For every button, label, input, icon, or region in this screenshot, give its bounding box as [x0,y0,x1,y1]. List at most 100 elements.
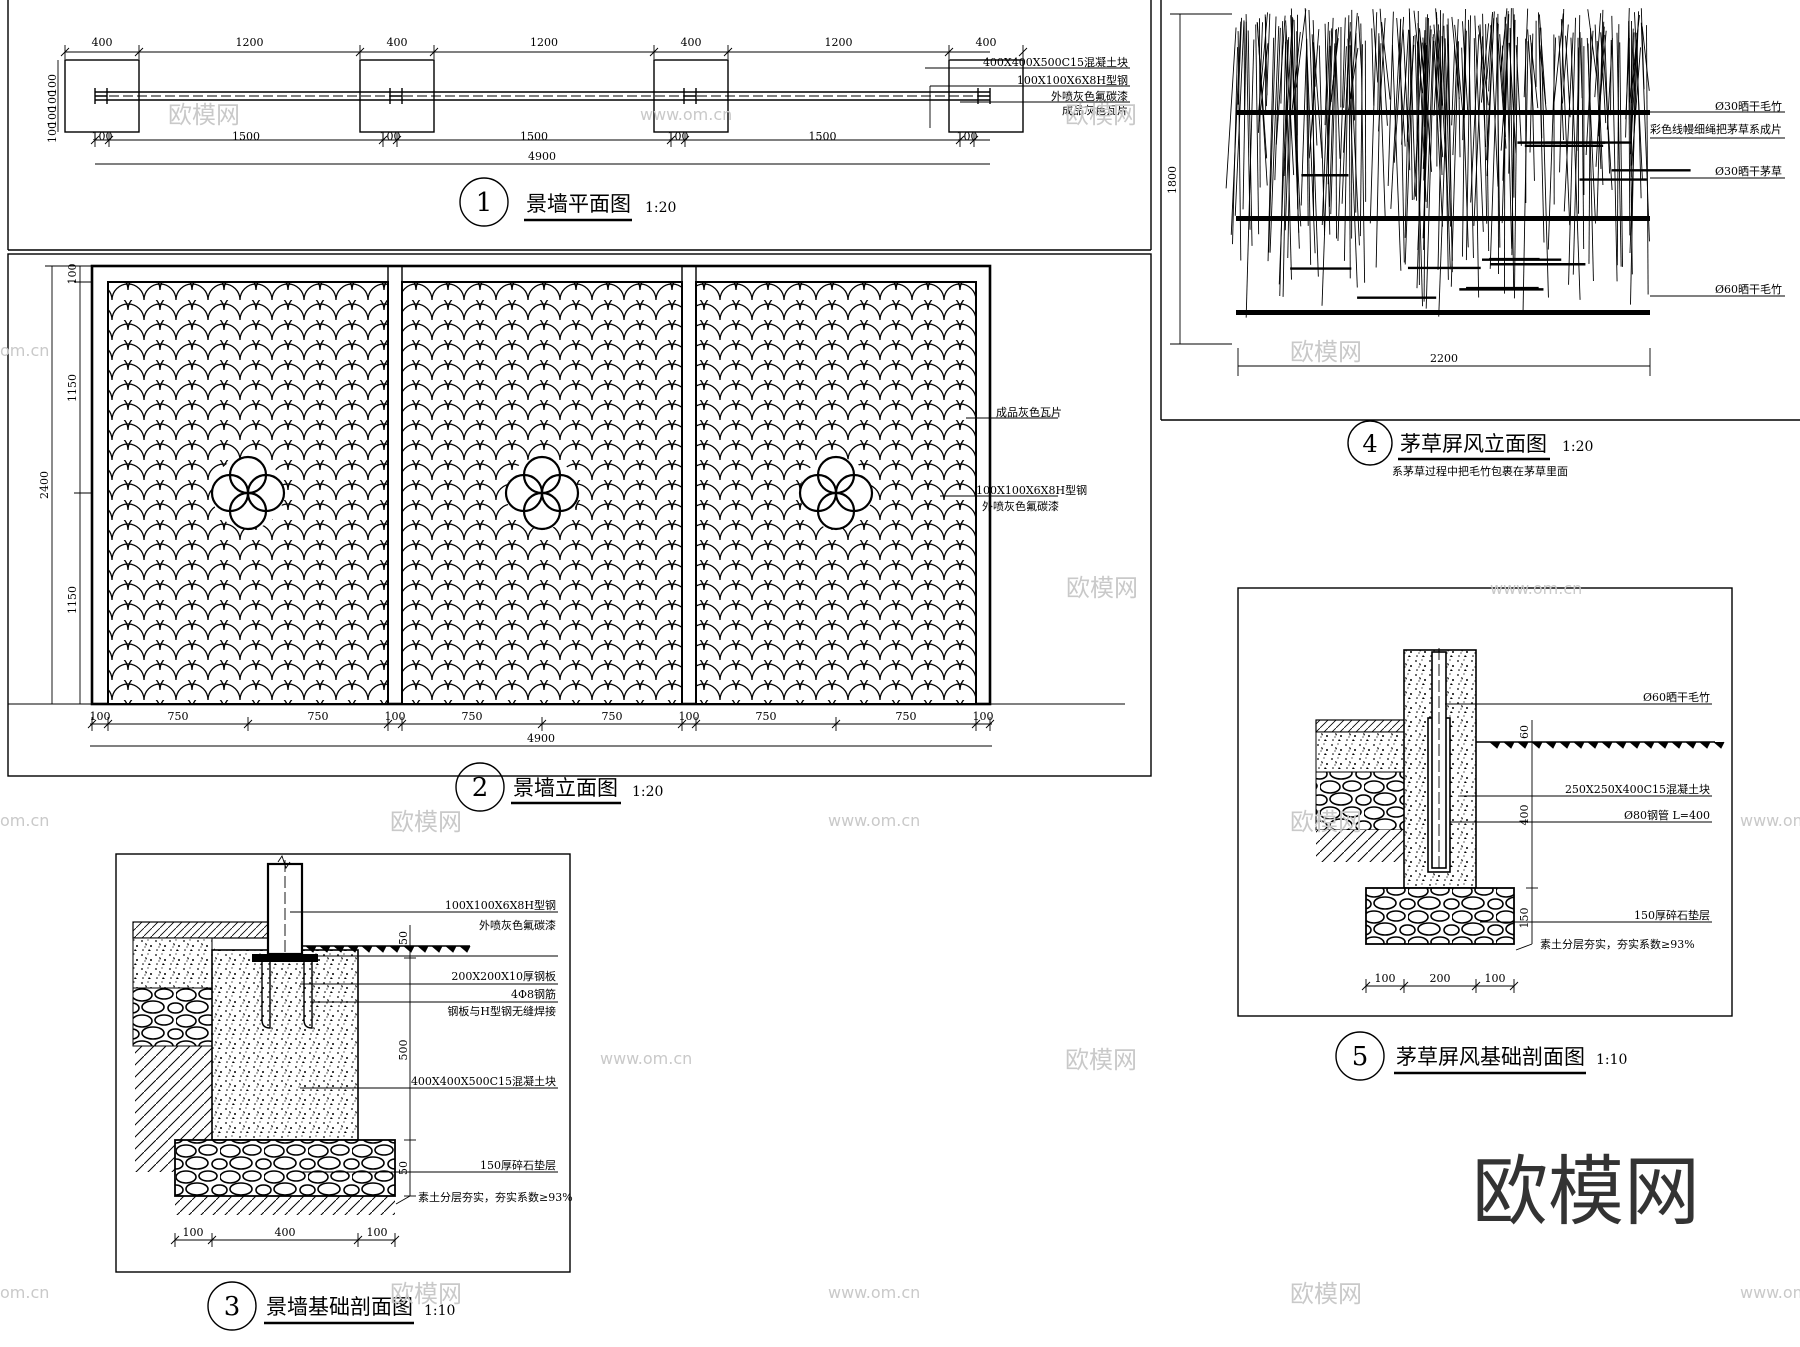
watermark: www.om.cn [640,105,732,124]
sub-note: 系茅草过程中把毛竹包裹在茅草里面 [1392,464,1568,478]
drawing-number: 4 [1362,430,1377,458]
watermark: 欧模网 [390,1280,462,1308]
dim-right: 50 [397,931,410,945]
dim-right: 400 [1518,805,1531,826]
brand-logo: 欧模网 [1472,1147,1700,1236]
dim-left: 100 [46,122,59,143]
note: 外喷灰色氟碳漆 [982,499,1059,513]
drawing-title: 景墙平面图 [526,192,631,216]
dim-left: 1150 [66,374,79,402]
watermarks: 欧模网 www.om.cn 欧模网 om.cn 欧模网 欧模网 www.om.c… [0,101,1800,1308]
note: 150厚碎石垫层 [480,1158,556,1172]
watermark: www.om.cn [828,811,920,830]
dim-right: 50 [397,1161,410,1175]
note: Ø30晒干毛竹 [1715,99,1782,113]
drawing-number-circle [1335,1031,1385,1081]
dim-left: 1150 [66,586,79,614]
dim-label: 400 [976,36,997,49]
dim-label: 100 [668,130,689,143]
drawing-number-circle [207,1281,257,1331]
note: 钢板与H型钢无缝焊接 [447,1004,556,1018]
rosette-ornament [210,455,286,531]
note: 250X250X400C15混凝土块 [1565,782,1710,796]
watermark: 欧模网 [1290,338,1362,366]
dim-label: 100 [90,710,111,723]
dim-label: 100 [973,710,994,723]
note: 100X100X6X8H型钢 [445,898,556,912]
watermark: 欧模网 [1065,101,1137,129]
note: 彩色线幔细绳把茅草系成片 [1650,122,1782,136]
dim-left: 100 [66,264,79,285]
watermark: om.cn [0,811,49,830]
note: 400X400X500C15混凝土块 [411,1074,556,1088]
watermark: 欧模网 [1290,808,1362,836]
drawing-title: 茅草屏风立面图 [1400,432,1547,456]
dim-height: 1800 [1166,166,1179,194]
note: 成品灰色瓦片 [1062,103,1128,117]
note: 200X200X10厚钢板 [451,969,556,983]
drawing-scale: 1:10 [1596,1052,1627,1068]
note: Ø60晒干毛竹 [1715,282,1782,296]
elevation-view: 2400 100 1150 1150 100 750 750 100 750 750 100… [7,253,1152,812]
drawing-title: 景墙立面图 [513,776,618,800]
watermark: om.cn [0,1283,49,1302]
dim-left: 100 [46,106,59,127]
watermark: www.om.cn [600,1049,692,1068]
note: 400X400X500C15混凝土块 [983,55,1128,69]
dim-label: 750 [168,710,189,723]
note: 100X100X6X8H型钢 [976,483,1087,497]
dim-bottom: 200 [1430,972,1451,985]
watermark: 欧模网 [1290,1280,1362,1308]
wall-foundation-section: 50 500 50 100X100X6X8H型钢 外喷灰色氟碳漆 200X200… [115,853,573,1331]
drawing-scale: 1:20 [1562,439,1593,455]
dim-overall: 2400 [38,471,51,499]
dim-bottom: 400 [275,1226,296,1239]
watermark: www.om.cn [828,1283,920,1302]
watermark: www.om.cn [1740,811,1800,830]
dim-label: 400 [387,36,408,49]
note: 成品灰色瓦片 [996,405,1062,419]
dim-label: 750 [896,710,917,723]
h-beam-icon [683,88,697,104]
drawing-title: 景墙基础剖面图 [266,1295,413,1319]
note: 素土分层夯实，夯实系数≥93% [1540,937,1695,951]
drawing-number-circle [1347,420,1393,466]
dim-bottom: 100 [367,1226,388,1239]
note: 150厚碎石垫层 [1634,908,1710,922]
dim-total: 4900 [528,150,556,163]
dim-label: 100 [679,710,700,723]
dim-right: 150 [1518,908,1531,929]
dim-label: 1500 [520,130,548,143]
dim-left: 100 [46,74,59,95]
watermark: 欧模网 [390,808,462,836]
dim-label: 1500 [809,130,837,143]
drawing-number-circle [455,762,505,812]
watermark: om.cn [0,341,49,360]
rosette-ornament [798,455,874,531]
dim-right: 60 [1518,725,1531,739]
dim-left: 100 [46,90,59,111]
note: 100X100X6X8H型钢 [1017,73,1128,87]
dim-label: 750 [756,710,777,723]
dim-label: 100 [92,130,113,143]
note: 4Φ8钢筋 [511,987,556,1001]
h-beam-icon [977,88,991,104]
dim-right: 500 [397,1040,410,1061]
watermark: www.om.cn [1490,579,1582,598]
watermark: 欧模网 [1066,574,1138,602]
dim-bottom: 100 [1375,972,1396,985]
note: Ø30晒干茅草 [1715,165,1782,178]
dim-label: 750 [308,710,329,723]
drawing-number-circle [459,177,509,227]
dim-label: 750 [602,710,623,723]
drawing-title: 茅草屏风基础剖面图 [1396,1045,1585,1069]
h-beam-icon [389,88,403,104]
note: Ø60晒干毛竹 [1643,690,1710,704]
dim-label: 400 [681,36,702,49]
drawing-scale: 1:20 [632,784,663,800]
note: Ø80钢管 L=400 [1624,808,1710,822]
dim-label: 100 [380,130,401,143]
note: 外喷灰色氟碳漆 [1051,89,1128,103]
